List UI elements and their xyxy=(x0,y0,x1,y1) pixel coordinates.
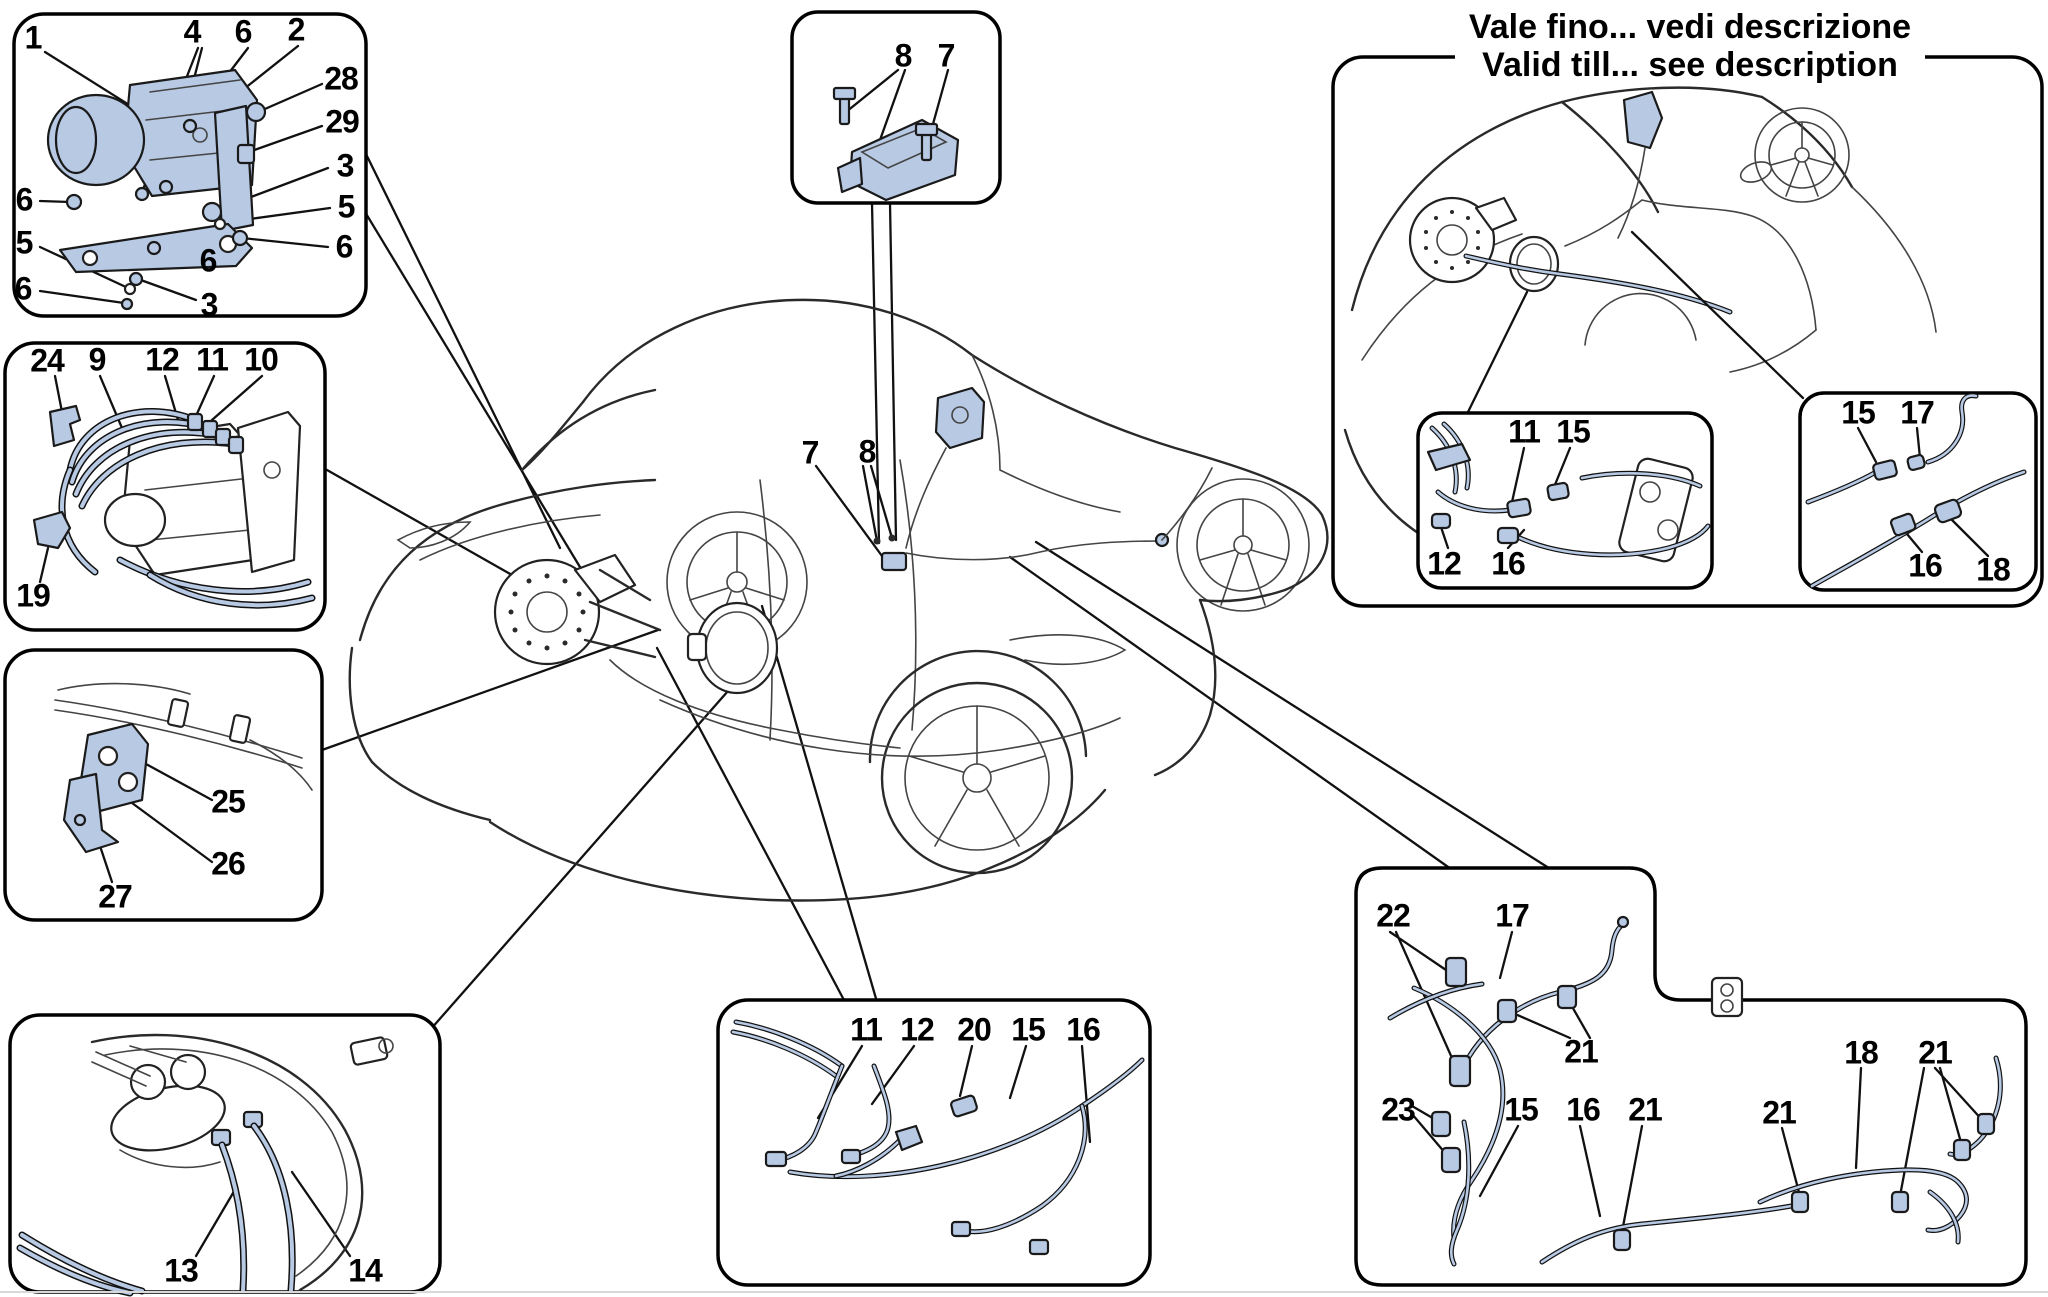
pipe-highlight xyxy=(118,558,310,594)
pipe-highlight xyxy=(960,1104,1087,1234)
header-text: Vale fino... vedi descrizione Valid till… xyxy=(1455,8,1925,84)
clip-21g xyxy=(1952,1138,1972,1162)
bottom-divider xyxy=(0,1291,2048,1293)
door-latch xyxy=(905,386,986,549)
pipe-highlight xyxy=(148,573,314,608)
clip-22b xyxy=(1448,1054,1472,1088)
rear-wheel xyxy=(868,649,1088,875)
pipe-highlight xyxy=(74,430,223,496)
bolt-8a xyxy=(832,86,857,126)
callout-box-front-lines xyxy=(716,998,1152,1287)
pipe-highlight xyxy=(80,439,236,508)
pipe-highlight xyxy=(734,1020,844,1068)
clip-24 xyxy=(48,404,82,448)
header-line-english: Valid till... see description xyxy=(1482,46,1898,84)
callout-box-variant xyxy=(1331,55,2044,608)
callout-box-hydraulic-unit xyxy=(12,12,368,318)
pipe-highlight xyxy=(1436,490,1512,513)
variant-front-disc xyxy=(1408,196,1518,284)
callout-box-master-cylinder xyxy=(8,1013,442,1297)
bracket-arm xyxy=(213,104,255,233)
sensor-ecu xyxy=(832,86,960,202)
callout-box-rear-lines xyxy=(1354,866,2028,1287)
door-harness xyxy=(905,540,1161,561)
fasteners xyxy=(65,101,267,311)
pipe-highlight xyxy=(1810,470,2026,588)
front-brake-disc xyxy=(493,553,662,666)
booster-shell xyxy=(90,1033,394,1292)
pipe-highlight xyxy=(788,1058,1144,1178)
grommet-28 xyxy=(245,101,267,123)
clip-21d xyxy=(1790,1190,1810,1214)
pipe-highlight xyxy=(18,1246,132,1295)
pump-block xyxy=(1618,457,1694,563)
yaw-sensor-on-car xyxy=(880,551,908,572)
pipe-highlight xyxy=(1412,986,1505,1240)
clip-23a xyxy=(1430,1110,1452,1138)
edge-clip-part xyxy=(1710,976,1744,1018)
clip-21f xyxy=(1976,1112,1996,1136)
variant-rear-caliper xyxy=(1617,90,1664,239)
pipe-highlight xyxy=(1926,394,1978,464)
clip-21a xyxy=(1496,998,1518,1024)
pipe-highlight xyxy=(1806,470,1878,504)
disc-drill-holes xyxy=(508,573,586,651)
variant-rear-wheel xyxy=(1754,107,1850,203)
bolt-8b xyxy=(914,122,939,162)
callout-box-yaw-sensor xyxy=(790,10,1002,205)
pipe-highlight xyxy=(1450,1120,1471,1266)
pipe-highlight xyxy=(68,409,197,472)
pipe-highlight xyxy=(1540,1202,1804,1264)
pipe-highlight xyxy=(252,1124,295,1292)
clamp-screw xyxy=(73,813,87,827)
pipe-highlight xyxy=(1928,1190,1960,1244)
pipe-highlight xyxy=(1388,982,1484,1020)
clip-19 xyxy=(32,510,72,550)
callout-box-abs-pipes xyxy=(3,341,327,632)
grommet-20 xyxy=(950,1094,978,1118)
washer-5 xyxy=(213,217,227,231)
abs-pump-unit xyxy=(103,410,302,577)
clip-21e xyxy=(1890,1190,1910,1214)
bushing-3 xyxy=(201,201,223,223)
leader-lines xyxy=(320,150,1554,1040)
variant-inset-right xyxy=(1798,391,2038,592)
pipe-highlight xyxy=(731,1030,838,1078)
variant-inset-left xyxy=(1416,411,1714,590)
brake-caliper xyxy=(573,553,637,604)
clamp-block xyxy=(62,722,150,854)
header-line-italian: Vale fino... vedi descrizione xyxy=(1468,8,1912,46)
pipe-highlight xyxy=(1518,524,1710,557)
pipe-highlight xyxy=(20,1233,144,1293)
pipe-highlight xyxy=(848,1064,891,1158)
main-car-drawing xyxy=(348,298,1329,902)
clip-21c xyxy=(1612,1228,1632,1252)
pipe-highlight xyxy=(1460,923,1624,1072)
pipe-highlight xyxy=(834,1138,902,1178)
clip-21b xyxy=(1556,984,1578,1010)
inset-clip-cluster xyxy=(1426,442,1472,472)
clip-29 xyxy=(236,143,256,165)
bolt-6 xyxy=(231,229,249,247)
far-rear-wheel xyxy=(1176,478,1310,612)
clip-22a xyxy=(1444,956,1468,988)
callout-box-pipe-clamp xyxy=(3,648,324,922)
pipe-bundle xyxy=(54,682,313,791)
pipe-highlight xyxy=(774,1064,844,1162)
pipe-highlight xyxy=(220,1143,246,1292)
clamp-bracket xyxy=(62,772,120,854)
master-cylinder-part xyxy=(91,1045,264,1169)
pipe-highlight xyxy=(70,420,210,484)
brake-booster xyxy=(686,601,779,695)
clip-23b xyxy=(1440,1146,1462,1174)
pipe-highlight xyxy=(1464,254,1732,314)
pipe-highlight xyxy=(1580,472,1702,488)
line-junction xyxy=(894,1124,924,1152)
